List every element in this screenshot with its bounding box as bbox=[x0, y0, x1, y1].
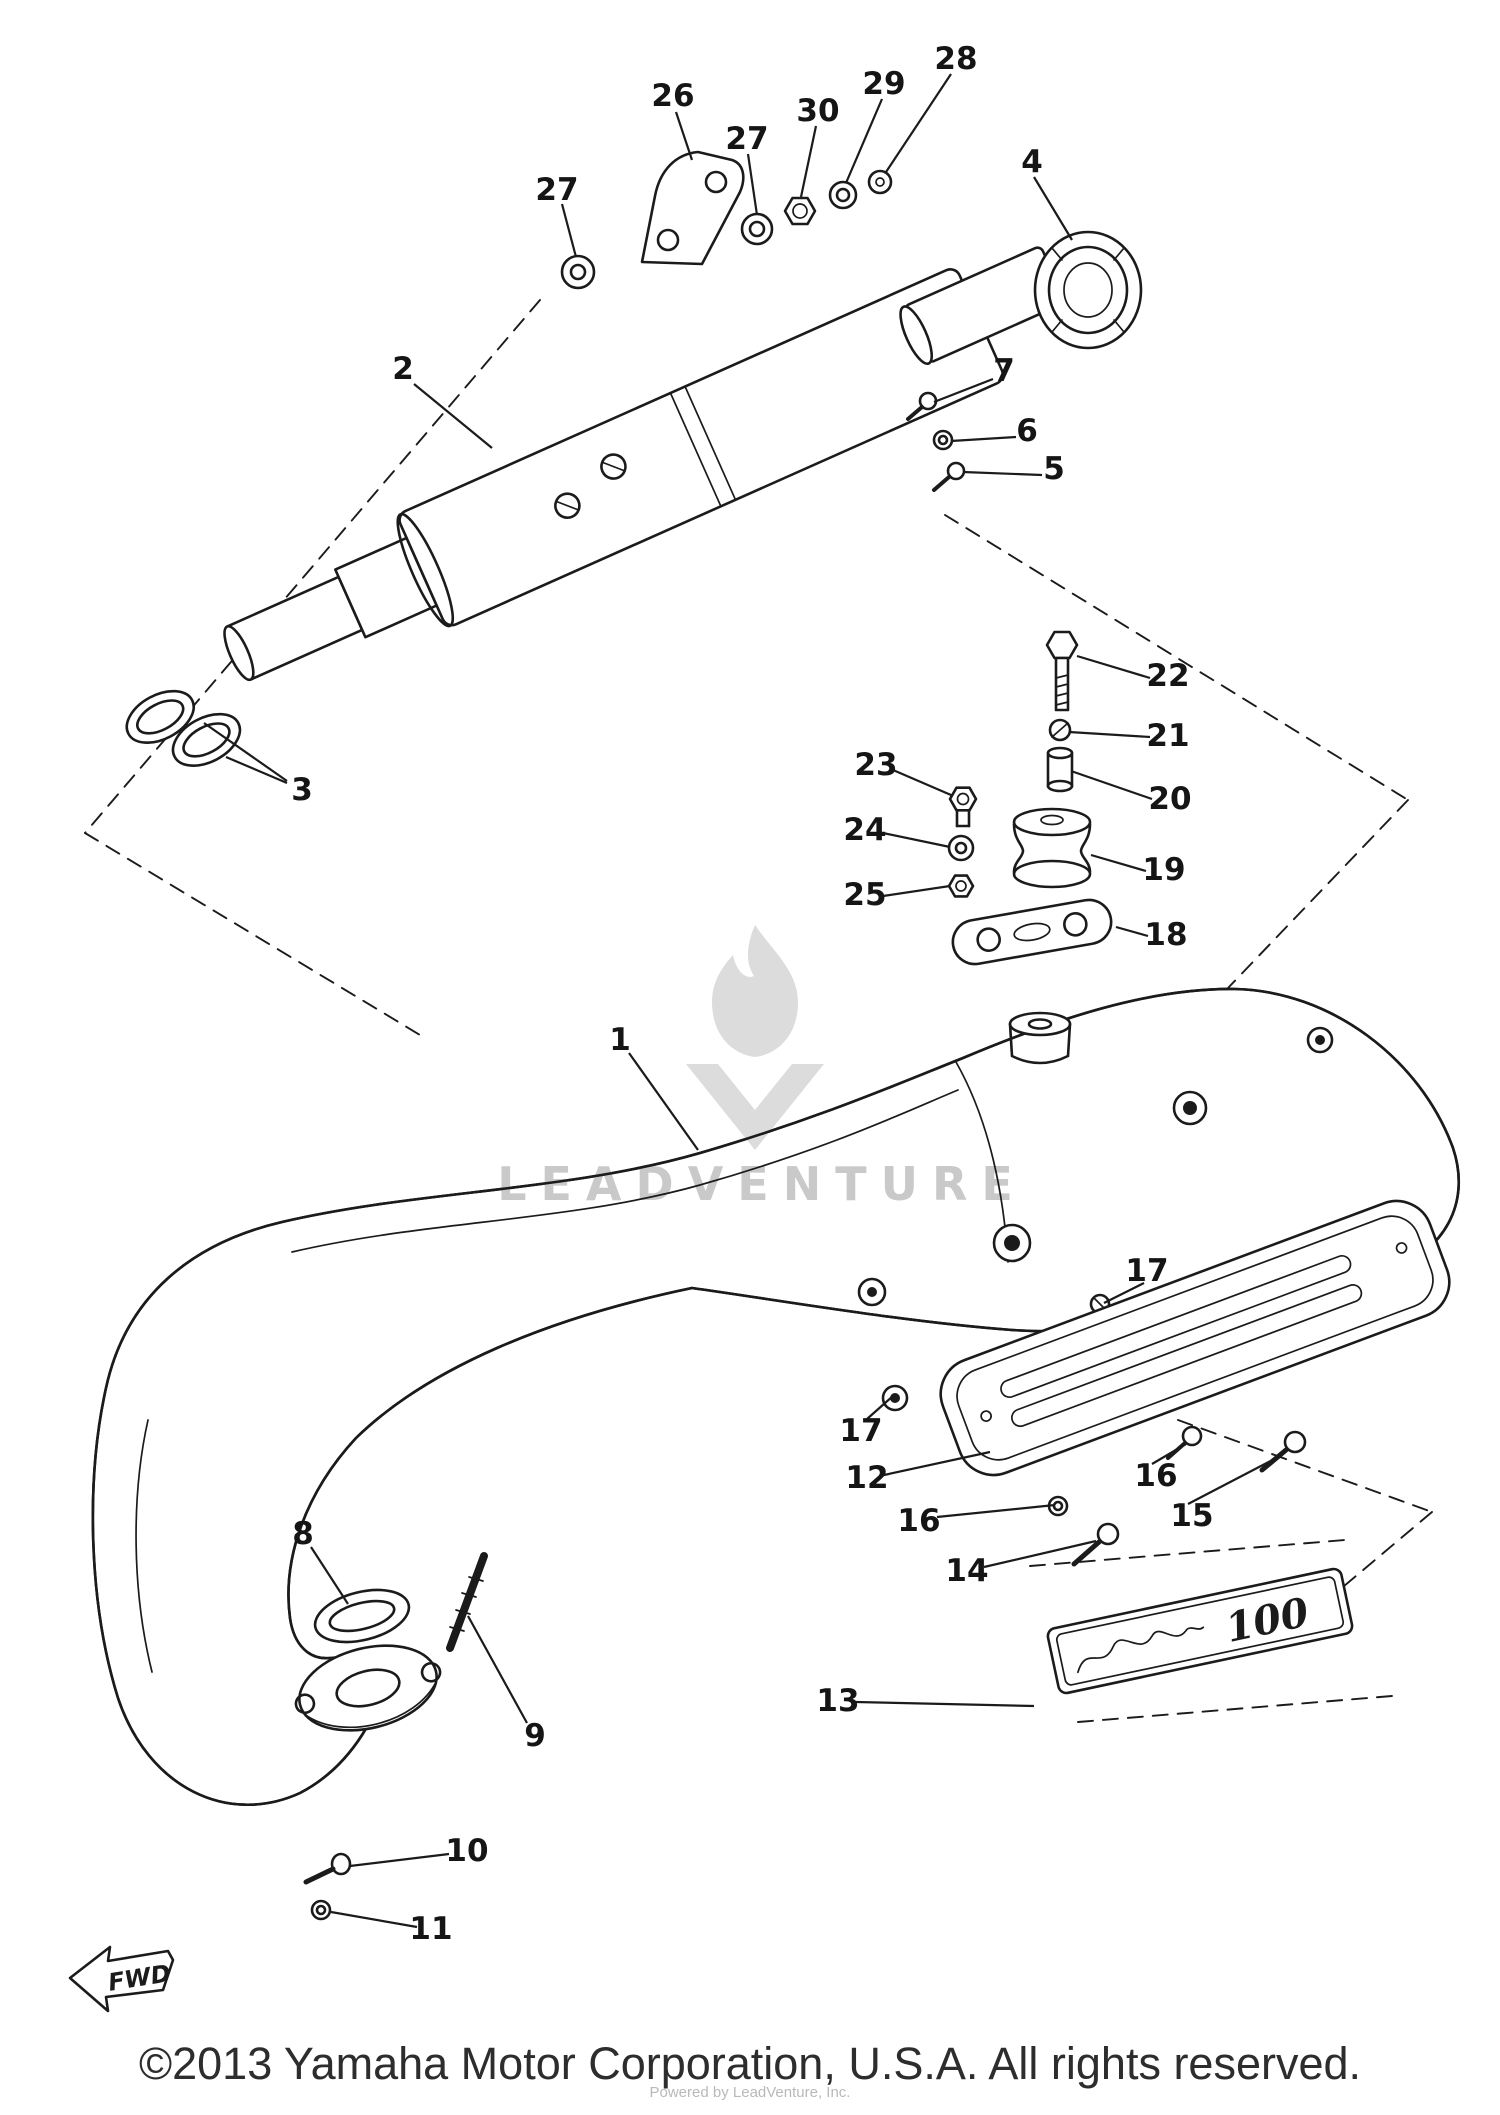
callout-15: 15 bbox=[1170, 1498, 1214, 1534]
callout-9: 9 bbox=[524, 1718, 546, 1754]
callout-12: 12 bbox=[845, 1460, 889, 1496]
callout-30: 30 bbox=[796, 93, 840, 129]
flange-bolts bbox=[303, 1852, 352, 1921]
bracket-fasteners bbox=[560, 169, 893, 290]
callout-21: 21 bbox=[1146, 718, 1190, 754]
model-emblem: 100 bbox=[1046, 1567, 1354, 1695]
callout-16: 16 bbox=[1134, 1458, 1178, 1494]
flame-icon bbox=[712, 925, 798, 1057]
callout-23: 23 bbox=[854, 747, 898, 783]
exhaust-pipe-outline bbox=[91, 987, 1460, 1807]
callout-24: 24 bbox=[843, 812, 887, 848]
callout-29: 29 bbox=[862, 66, 906, 102]
callout-2: 2 bbox=[392, 351, 414, 387]
watermark-brand: LEADVENTURE bbox=[497, 1157, 1027, 1211]
callout-20: 20 bbox=[1148, 781, 1192, 817]
mount-hardware bbox=[947, 630, 1113, 966]
callout-13: 13 bbox=[816, 1683, 860, 1719]
callout-22: 22 bbox=[1146, 658, 1190, 694]
silencer-end-cap bbox=[1033, 230, 1143, 350]
callout-3: 3 bbox=[291, 772, 313, 808]
callout-10: 10 bbox=[445, 1833, 489, 1869]
callout-11: 11 bbox=[409, 1911, 453, 1947]
callout-leader-lines bbox=[203, 73, 1283, 1929]
fwd-direction-arrow: FWD bbox=[68, 1945, 175, 2013]
callout-4: 4 bbox=[1021, 144, 1043, 180]
callout-8: 8 bbox=[292, 1516, 314, 1552]
chevron-v-icon bbox=[686, 1064, 824, 1150]
pipe-bosses bbox=[857, 1011, 1334, 1412]
powered-by-text: Powered by LeadVenture, Inc. bbox=[649, 2084, 851, 2101]
callout-19: 19 bbox=[1142, 852, 1186, 888]
pipe-highlight-line bbox=[291, 1089, 959, 1253]
callout-1: 1 bbox=[609, 1022, 631, 1058]
shield-screws bbox=[1047, 1425, 1307, 1567]
mount-plate bbox=[951, 898, 1113, 966]
callout-25: 25 bbox=[843, 877, 887, 913]
callout-14: 14 bbox=[945, 1553, 989, 1589]
callout-18: 18 bbox=[1144, 917, 1188, 953]
callout-27b: 27 bbox=[535, 172, 579, 208]
copyright-text: ©2013 Yamaha Motor Corporation, U.S.A. A… bbox=[138, 2038, 1362, 2089]
silencer-bracket bbox=[640, 150, 745, 266]
exhaust-flange bbox=[294, 1644, 442, 1732]
pipe-elbow-line bbox=[135, 1419, 153, 1673]
callout-5: 5 bbox=[1043, 451, 1065, 487]
callout-6: 6 bbox=[1016, 413, 1038, 449]
callout-7: 7 bbox=[993, 353, 1015, 389]
gasket bbox=[313, 1588, 411, 1644]
watermark-logo bbox=[686, 925, 824, 1150]
callout-26: 26 bbox=[651, 78, 695, 114]
callout-17: 17 bbox=[1125, 1253, 1169, 1289]
callout-27: 27 bbox=[725, 121, 769, 157]
callout-17b: 17 bbox=[839, 1413, 883, 1449]
callout-16b: 16 bbox=[897, 1503, 941, 1539]
stud-bolt bbox=[446, 1552, 488, 1652]
callout-28: 28 bbox=[934, 41, 978, 77]
exhaust-joint-rings bbox=[125, 689, 242, 767]
heat-shield bbox=[939, 1199, 1451, 1477]
silencer-assembly bbox=[223, 246, 1066, 682]
